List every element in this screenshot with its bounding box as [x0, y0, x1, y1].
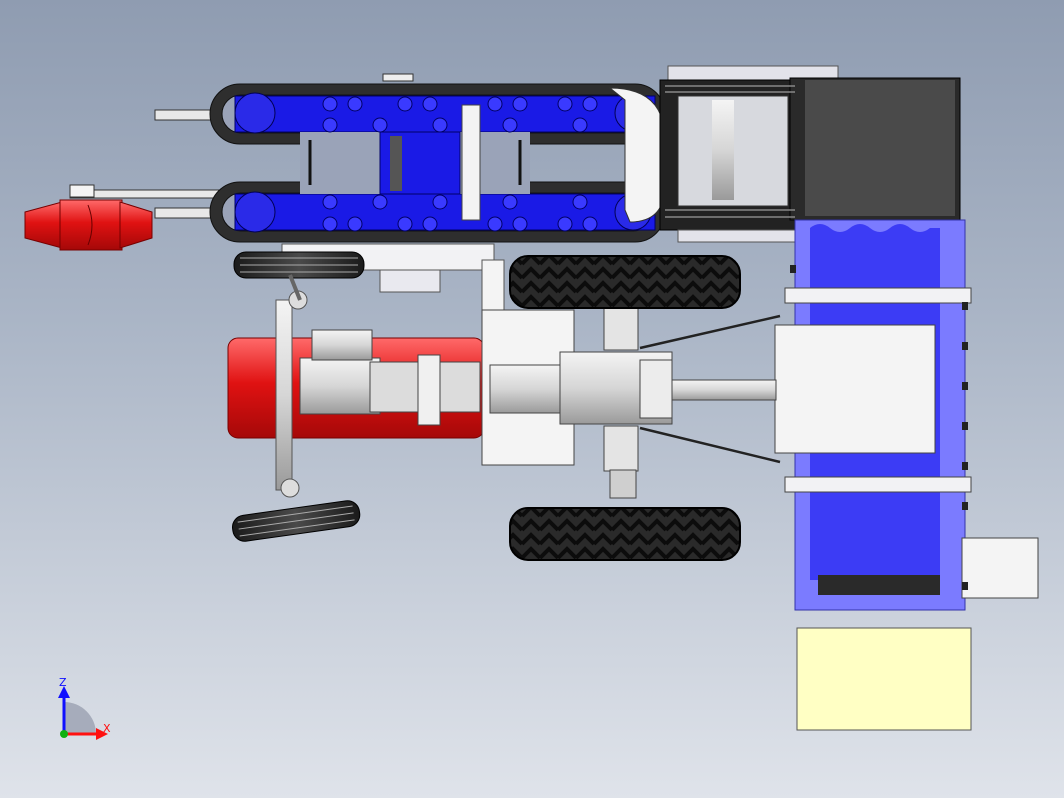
frame-bracket	[379, 269, 441, 293]
axis-label-z: Z	[59, 676, 67, 689]
triad-axes	[58, 686, 108, 740]
axis-label-x: X	[103, 722, 111, 735]
drive-tire-upper[interactable]	[509, 255, 741, 309]
drive-tire-lower[interactable]	[509, 507, 741, 561]
belt-pulley-lower[interactable]	[231, 499, 361, 543]
steering-linkage[interactable]	[275, 274, 308, 498]
belt-pulley-upper[interactable]	[233, 251, 365, 279]
annotation-box	[796, 627, 972, 731]
conveyor-drive-housing[interactable]	[659, 65, 961, 243]
side-conveyor[interactable]	[774, 219, 1039, 611]
red-cutter-head[interactable]	[24, 199, 153, 251]
digging-chain-assembly[interactable]	[69, 73, 666, 243]
engine-block[interactable]	[227, 329, 485, 439]
view-orientation-triad[interactable]: Z X	[44, 672, 124, 748]
central-gearbox[interactable]	[481, 304, 781, 499]
